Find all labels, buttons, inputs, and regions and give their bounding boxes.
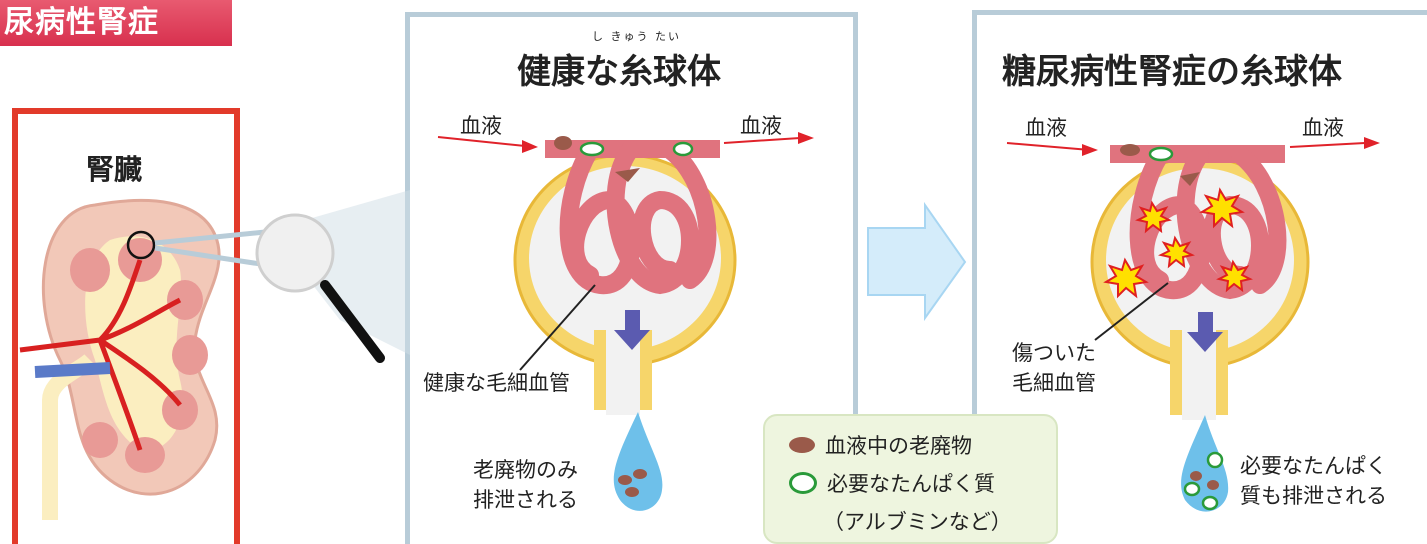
banner-text: 尿病性腎症	[4, 5, 159, 40]
healthy-glomerulus-drawing	[437, 132, 814, 511]
protein-ring-icon	[789, 472, 817, 494]
disease-title: 糖尿病性腎症の糸球体	[1002, 52, 1342, 92]
legend-protein: 必要なたんぱく質	[789, 468, 995, 498]
healthy-blood-out-label: 血液	[740, 114, 782, 138]
diabetic-glomerulus-drawing	[1006, 137, 1380, 512]
healthy-blood-in-label: 血液	[460, 114, 502, 138]
healthy-title-ruby: し きゅう たい	[592, 30, 681, 43]
kidney-frame	[12, 108, 240, 544]
legend-protein-note: （アルブミンなど）	[823, 506, 1012, 536]
disease-urine-label-2: 質も排泄される	[1240, 484, 1387, 508]
healthy-urine-label-2: 排泄される	[473, 488, 578, 512]
disease-blood-out-label: 血液	[1302, 116, 1344, 140]
title-banner: 尿病性腎症	[0, 0, 232, 46]
healthy-capillary-label: 健康な毛細血管	[423, 371, 570, 395]
damaged-capillary-label-1: 傷ついた	[1012, 341, 1096, 365]
waste-dot-icon	[789, 437, 815, 453]
disease-urine-label-1: 必要なたんぱく	[1240, 454, 1387, 478]
transition-arrow	[867, 201, 967, 322]
legend-protein-note-label: （アルブミンなど）	[823, 510, 1012, 534]
kidney-title: 腎臓	[86, 153, 143, 186]
healthy-urine-label-1: 老廃物のみ	[473, 458, 578, 482]
kidney-illustration	[19, 198, 301, 520]
legend-box: 血液中の老廃物 必要なたんぱく質 （アルブミンなど）	[763, 414, 1058, 544]
healthy-title: 健康な糸球体	[517, 52, 721, 92]
disease-blood-in-label: 血液	[1025, 116, 1067, 140]
damaged-capillary-label-2: 毛細血管	[1012, 371, 1096, 395]
legend-waste: 血液中の老廃物	[789, 430, 972, 460]
legend-waste-label: 血液中の老廃物	[825, 434, 972, 458]
magnifier-icon	[255, 190, 410, 363]
legend-protein-label: 必要なたんぱく質	[827, 472, 995, 496]
